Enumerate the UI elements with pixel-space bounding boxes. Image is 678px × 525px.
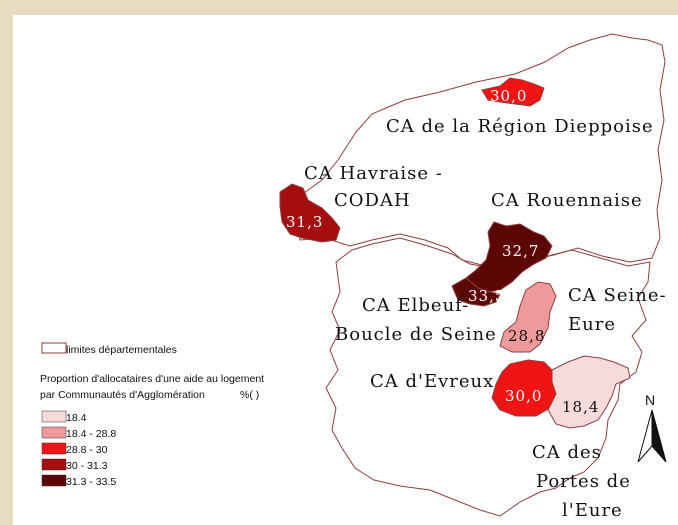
value-rouen: 32,7 bbox=[502, 242, 539, 260]
label-rouen: CA Rouennaise bbox=[491, 190, 643, 211]
legend-swatch-3 bbox=[41, 442, 67, 455]
legend-swatch-5 bbox=[41, 474, 67, 487]
region-rouen[interactable] bbox=[465, 221, 553, 293]
legend: limites départementales Proportion d'all… bbox=[40, 342, 264, 488]
legend-class-1: 18.4 bbox=[66, 412, 87, 424]
region-dieppe[interactable] bbox=[481, 77, 545, 107]
label-elbeuf-line2: Boucle de Seine bbox=[335, 324, 497, 345]
legend-class-2: 18.4 - 28.8 bbox=[66, 428, 116, 440]
north-label: N bbox=[645, 392, 655, 408]
region-evreux[interactable] bbox=[491, 359, 557, 417]
north-arrow-icon: N bbox=[637, 392, 667, 463]
legend-boundary-label: limites départementales bbox=[66, 344, 177, 356]
legend-class-4: 30 - 31.3 bbox=[66, 460, 108, 472]
label-seine-eure-line1: CA Seine- bbox=[568, 285, 667, 306]
label-portes-line2: Portes de bbox=[536, 471, 631, 492]
legend-class-3: 28.8 - 30 bbox=[66, 444, 108, 456]
region-portes[interactable] bbox=[547, 355, 631, 429]
value-havre: 31,3 bbox=[286, 213, 323, 231]
label-seine-eure-line2: Eure bbox=[568, 314, 616, 335]
label-havre-line2: CODAH bbox=[334, 190, 411, 211]
region-seine-eure[interactable] bbox=[499, 281, 557, 353]
legend-swatch-1 bbox=[41, 410, 67, 423]
legend-title-line1: Proportion d'allocataires d'une aide au … bbox=[40, 373, 264, 385]
region-havre[interactable] bbox=[279, 183, 341, 243]
label-evreux: CA d'Evreux bbox=[370, 371, 494, 392]
region-elbeuf[interactable] bbox=[451, 277, 501, 307]
legend-swatch-4 bbox=[41, 458, 67, 471]
value-evreux: 30,0 bbox=[505, 387, 542, 405]
legend-class-5: 31.3 - 33.5 bbox=[66, 476, 116, 488]
legend-swatch-2 bbox=[41, 426, 67, 439]
value-dieppe: 30,0 bbox=[490, 87, 527, 105]
value-portes: 18,4 bbox=[562, 398, 599, 416]
label-elbeuf-line1: CA Elbeuf- bbox=[362, 295, 469, 316]
value-elbeuf: 33,5 bbox=[468, 287, 505, 305]
north-arrow-left-half bbox=[637, 409, 653, 463]
label-dieppe: CA de la Région Dieppoise bbox=[386, 116, 654, 137]
value-seine-eure: 28,8 bbox=[508, 327, 545, 345]
department-seine-maritime-outline bbox=[295, 33, 666, 267]
north-arrow-right-half bbox=[651, 409, 667, 463]
label-portes-line1: CA des bbox=[532, 442, 602, 463]
label-portes-line3: l'Eure bbox=[562, 500, 623, 521]
legend-unit: %( ) bbox=[240, 389, 259, 401]
legend-boundary-swatch bbox=[41, 342, 67, 354]
label-havre-line1: CA Havraise - bbox=[304, 163, 443, 184]
legend-title-line2: par Communautés d'Agglomération bbox=[40, 389, 205, 401]
